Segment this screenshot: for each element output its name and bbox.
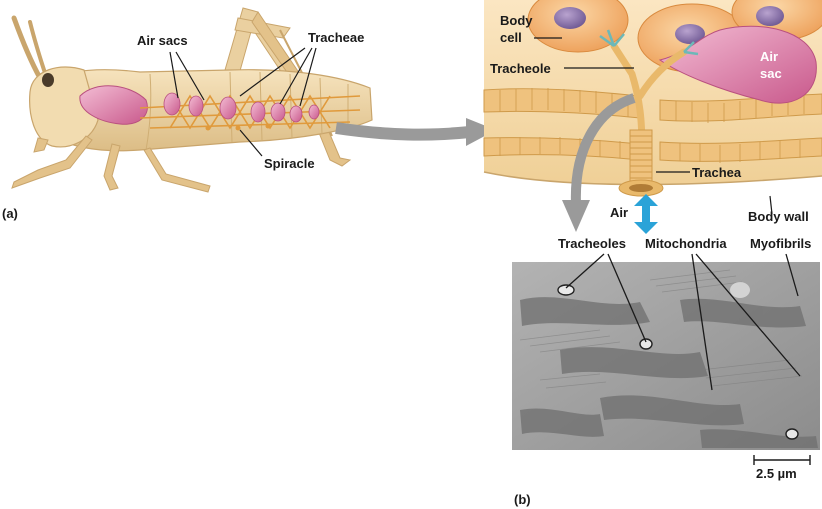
mitochondria-label: Mitochondria [645,236,727,251]
leader-lines-a [169,47,317,157]
body-cell-label-line1: Body [500,13,533,28]
air-sacs-label: Air sacs [137,33,188,48]
spiracle-label: Spiracle [264,156,315,171]
scale-bar [753,455,811,465]
grasshopper [11,7,373,193]
tracheole-label: Tracheole [490,61,551,76]
tracheoles-label: Tracheoles [558,236,626,251]
air-sac-label-line2: sac [760,66,782,81]
tracheae-label: Tracheae [308,30,365,45]
electron-micrograph [512,262,820,450]
trachea-label: Trachea [692,165,742,180]
scale-bar-label: 2.5 µm [756,466,797,481]
leader-lines-b [534,37,773,215]
air-label: Air [610,205,629,220]
air-flow-arrow [634,194,658,234]
magnify-arrow [335,118,496,146]
zoom-arrow [562,93,636,232]
myofibrils-label: Myofibrils [750,236,812,251]
air-sac-label-line1: Air [760,49,779,64]
panel-b-tag: (b) [514,492,531,507]
leader-lines-micrograph [565,253,801,391]
tissue-illustration [483,0,822,200]
panel-a-tag: (a) [2,206,18,221]
body-cell-label-line2: cell [500,30,522,45]
body-wall-label: Body wall [748,209,809,224]
